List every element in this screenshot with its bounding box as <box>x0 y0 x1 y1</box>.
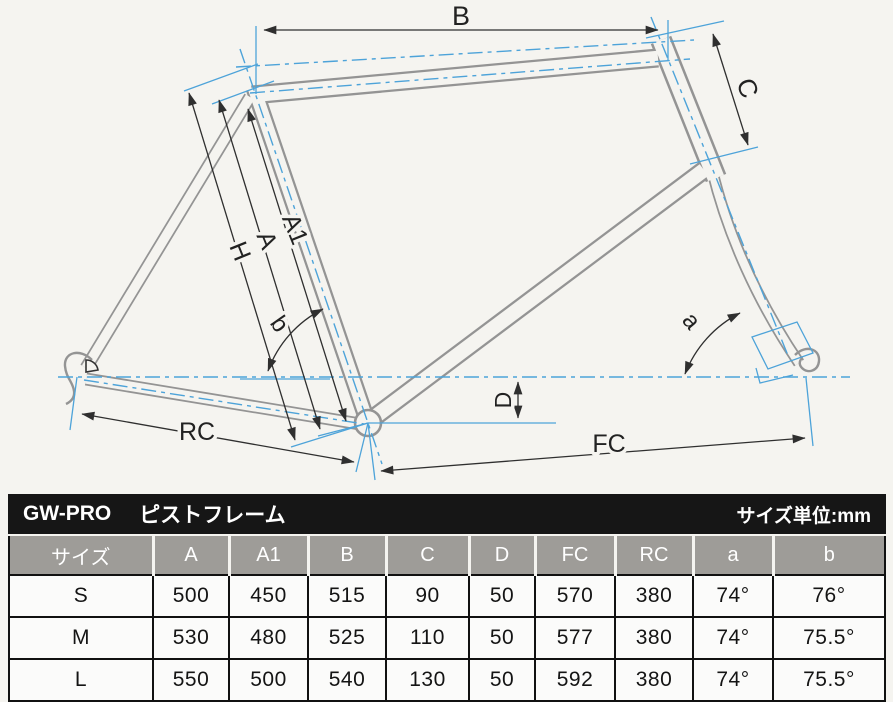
col-header-fc: FC <box>533 534 615 576</box>
unit-label: サイズ単位:mm <box>736 505 871 527</box>
label-rear-center-rc: RC <box>179 418 215 446</box>
cell-d: 50 <box>468 616 536 660</box>
col-header-size: サイズ <box>9 534 153 576</box>
brand-name: GW-PRO <box>23 502 112 525</box>
dim-seat-angle-arc <box>267 308 324 372</box>
cell-fc: 577 <box>534 616 616 660</box>
col-header-d: D <box>467 534 535 576</box>
rear-dropout <box>63 351 93 406</box>
cell-angle-b: 76° <box>772 574 886 618</box>
col-header-c: C <box>384 534 469 576</box>
col-header-angle-b: b <box>771 534 885 576</box>
cell-size: S <box>8 574 154 618</box>
dim-A1 <box>247 108 347 422</box>
label-head-angle-a: a <box>677 307 707 335</box>
frame-diagram-svg: B C H A A1 b a D RC FC <box>58 0 850 481</box>
frame-geometry-diagram: B C H A A1 b a D RC FC <box>58 0 850 481</box>
table-row-size-m: M 530 480 525 110 50 577 380 74° 75.5° <box>8 616 886 660</box>
label-seat-angle-b: b <box>264 311 294 337</box>
cell-a1: 450 <box>228 574 309 618</box>
extension-lines <box>69 20 814 481</box>
cell-angle-a: 74° <box>692 616 774 660</box>
cell-d: 50 <box>468 574 536 618</box>
cell-rc: 380 <box>614 574 694 618</box>
cell-b: 515 <box>307 574 387 618</box>
rear-dropout-wedge <box>85 359 99 373</box>
title-left: GW-PRO ピストフレーム <box>23 499 286 529</box>
label-head-tube-c: C <box>731 74 766 102</box>
col-header-a1: A1 <box>227 534 308 576</box>
dim-head-angle-arc <box>684 312 741 375</box>
cell-a1: 480 <box>228 616 309 660</box>
col-header-rc: RC <box>613 534 693 576</box>
spec-table-title-bar: GW-PRO ピストフレーム サイズ単位:mm <box>8 494 886 534</box>
spec-table: GW-PRO ピストフレーム サイズ単位:mm サイズ A A1 B C D F… <box>8 494 886 702</box>
table-row-size-s: S 500 450 515 90 50 570 380 74° 76° <box>8 574 886 618</box>
cell-c: 110 <box>385 616 470 660</box>
dimension-lines <box>81 25 806 475</box>
cell-a: 530 <box>152 616 230 660</box>
dim-FC <box>380 434 806 475</box>
cell-angle-a: 74° <box>692 574 774 618</box>
cell-size: M <box>8 616 154 660</box>
cell-fc: 570 <box>534 574 616 618</box>
geometry-table: サイズ A A1 B C D FC RC a b S 500 450 515 9… <box>8 534 886 702</box>
cell-b: 525 <box>307 616 387 660</box>
product-name: ピストフレーム <box>139 504 286 527</box>
dim-C <box>712 33 749 146</box>
cell-rc: 380 <box>614 616 694 660</box>
frame-inner <box>81 36 803 429</box>
col-header-b: B <box>306 534 386 576</box>
label-front-center-fc: FC <box>592 430 625 458</box>
header-row: サイズ A A1 B C D FC RC a b <box>9 534 885 576</box>
dim-RC <box>81 411 355 465</box>
head-tube-centerline <box>650 16 790 359</box>
cell-c: 90 <box>385 574 470 618</box>
col-header-angle-a: a <box>691 534 773 576</box>
label-top-tube-b: B <box>452 1 470 31</box>
cell-angle-b: 75.5° <box>772 616 886 660</box>
label-seat-h: H <box>223 238 256 265</box>
col-header-a: A <box>151 534 229 576</box>
label-seat-a: A <box>251 227 283 253</box>
cell-a: 500 <box>152 574 230 618</box>
top-reference-line <box>235 39 695 68</box>
label-bb-drop-d: D <box>490 392 516 409</box>
